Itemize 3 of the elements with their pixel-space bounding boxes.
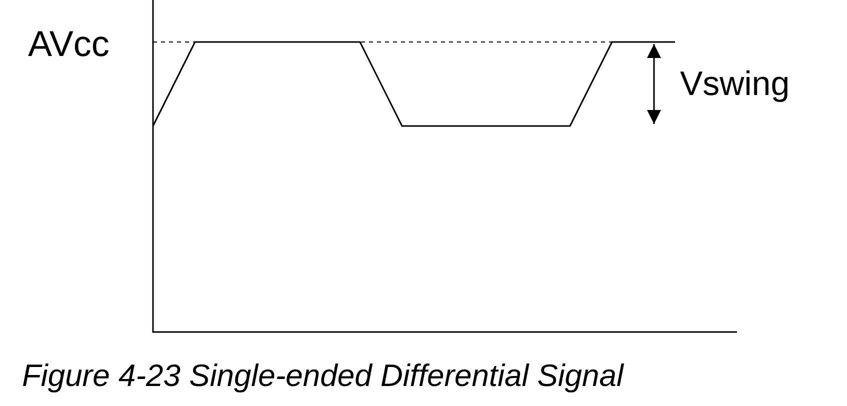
figure-caption: Figure 4-23 Single-ended Differential Signal (22, 360, 624, 391)
axis-label: Vswing (680, 67, 790, 101)
axis-label: AVcc (28, 26, 110, 62)
